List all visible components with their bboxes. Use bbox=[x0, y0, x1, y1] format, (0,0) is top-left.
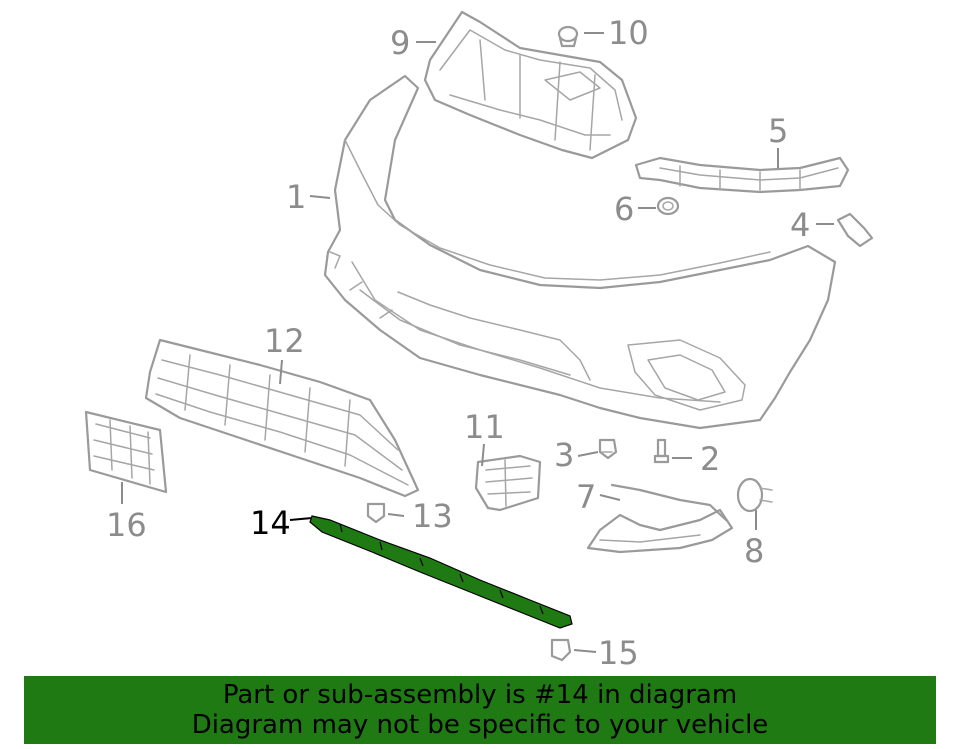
part-2-screw bbox=[653, 438, 670, 464]
callout-3: 3 bbox=[554, 436, 574, 474]
banner-line-1: Part or sub-assembly is #14 in diagram bbox=[222, 680, 738, 710]
part-15-clip bbox=[550, 638, 572, 662]
part-9-upper-bracket bbox=[423, 10, 638, 160]
part-14-lower-strip bbox=[309, 515, 573, 629]
callout-7: 7 bbox=[576, 478, 596, 516]
callout-1: 1 bbox=[286, 178, 306, 216]
part-7-fog-bezel bbox=[586, 483, 734, 554]
callout-10: 10 bbox=[608, 14, 649, 52]
callout-16: 16 bbox=[106, 506, 147, 544]
part-3-clip bbox=[598, 438, 618, 460]
callout-6: 6 bbox=[614, 190, 634, 228]
callout-4: 4 bbox=[790, 206, 810, 244]
info-banner: Part or sub-assembly is #14 in diagram D… bbox=[24, 676, 936, 744]
callout-2: 2 bbox=[700, 440, 720, 478]
part-6-grommet bbox=[656, 196, 680, 216]
part-4-small-bracket bbox=[836, 212, 874, 248]
part-16-license-bracket bbox=[84, 410, 168, 494]
callout-9: 9 bbox=[390, 24, 410, 62]
callout-14: 14 bbox=[250, 504, 291, 542]
part-8-fog-light bbox=[736, 477, 773, 513]
part-11-bracket bbox=[474, 454, 542, 512]
part-10-clip bbox=[557, 25, 579, 48]
banner-line-2: Diagram may not be specific to your vehi… bbox=[191, 710, 769, 740]
callout-15: 15 bbox=[598, 634, 639, 672]
part-13-clip bbox=[366, 502, 386, 524]
part-12-grille bbox=[144, 338, 420, 498]
part-5-side-bracket bbox=[634, 156, 850, 194]
callout-8: 8 bbox=[744, 532, 764, 570]
callout-11: 11 bbox=[464, 408, 505, 446]
callout-13: 13 bbox=[412, 497, 453, 535]
callout-12: 12 bbox=[264, 322, 305, 360]
callout-5: 5 bbox=[768, 112, 788, 150]
leader-lines bbox=[121, 32, 834, 653]
part-1-bumper-cover bbox=[323, 74, 837, 430]
